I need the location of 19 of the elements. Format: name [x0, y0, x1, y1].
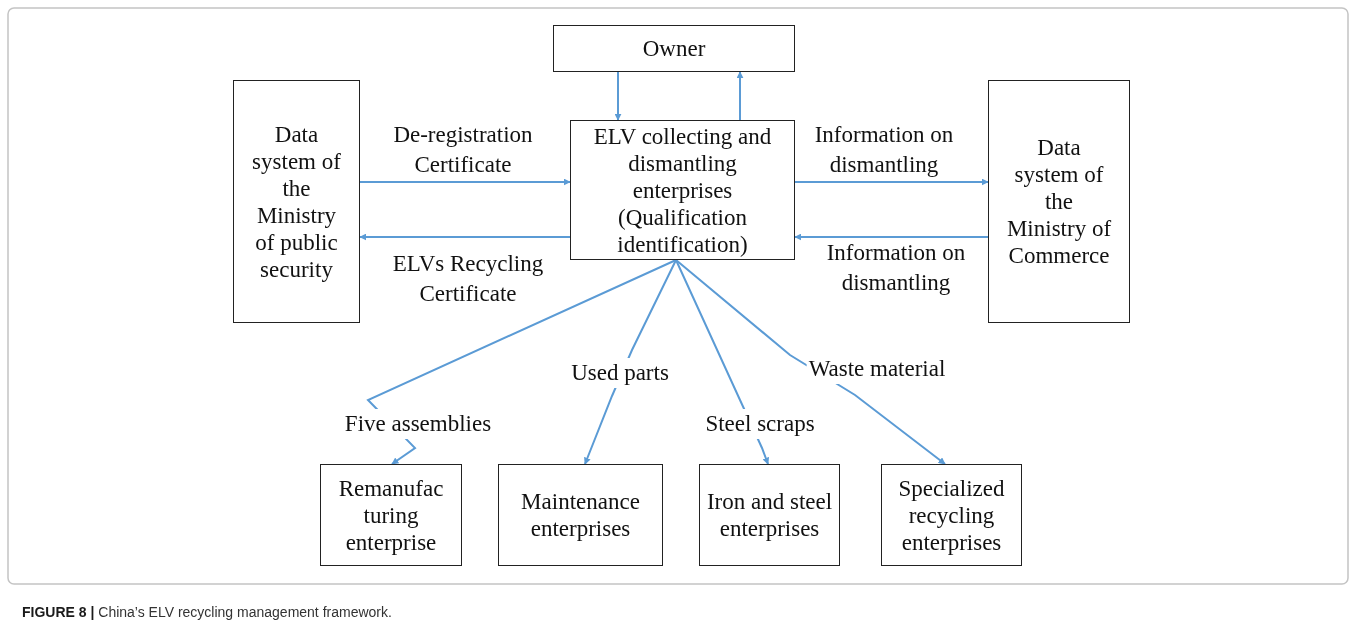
arrow	[675, 259, 946, 465]
process-box: Data system of the Ministry of public security	[233, 80, 360, 323]
arrow	[366, 259, 677, 465]
process-box: Iron and steel enterprises	[699, 464, 840, 566]
arrow	[359, 233, 571, 241]
process-box: Remanufac turing enterprise	[320, 464, 462, 566]
arrow	[794, 233, 989, 241]
process-box: Data system of the Ministry of Commerce	[988, 80, 1130, 323]
arrow	[736, 71, 744, 121]
edge-label: Used parts	[569, 358, 671, 388]
edge-label: Five assemblies	[342, 409, 494, 439]
figure-caption: FIGURE 8 | China’s ELV recycling management framework.	[22, 604, 392, 620]
arrow	[359, 178, 571, 186]
process-box: Specialized recycling enterprises	[881, 464, 1022, 566]
process-box: Owner	[553, 25, 795, 72]
arrow	[794, 178, 989, 186]
arrow	[614, 71, 622, 121]
process-box: Maintenance enterprises	[498, 464, 663, 566]
process-box: ELV collecting and dismantling enterprises (Qualification identification)	[570, 120, 795, 260]
